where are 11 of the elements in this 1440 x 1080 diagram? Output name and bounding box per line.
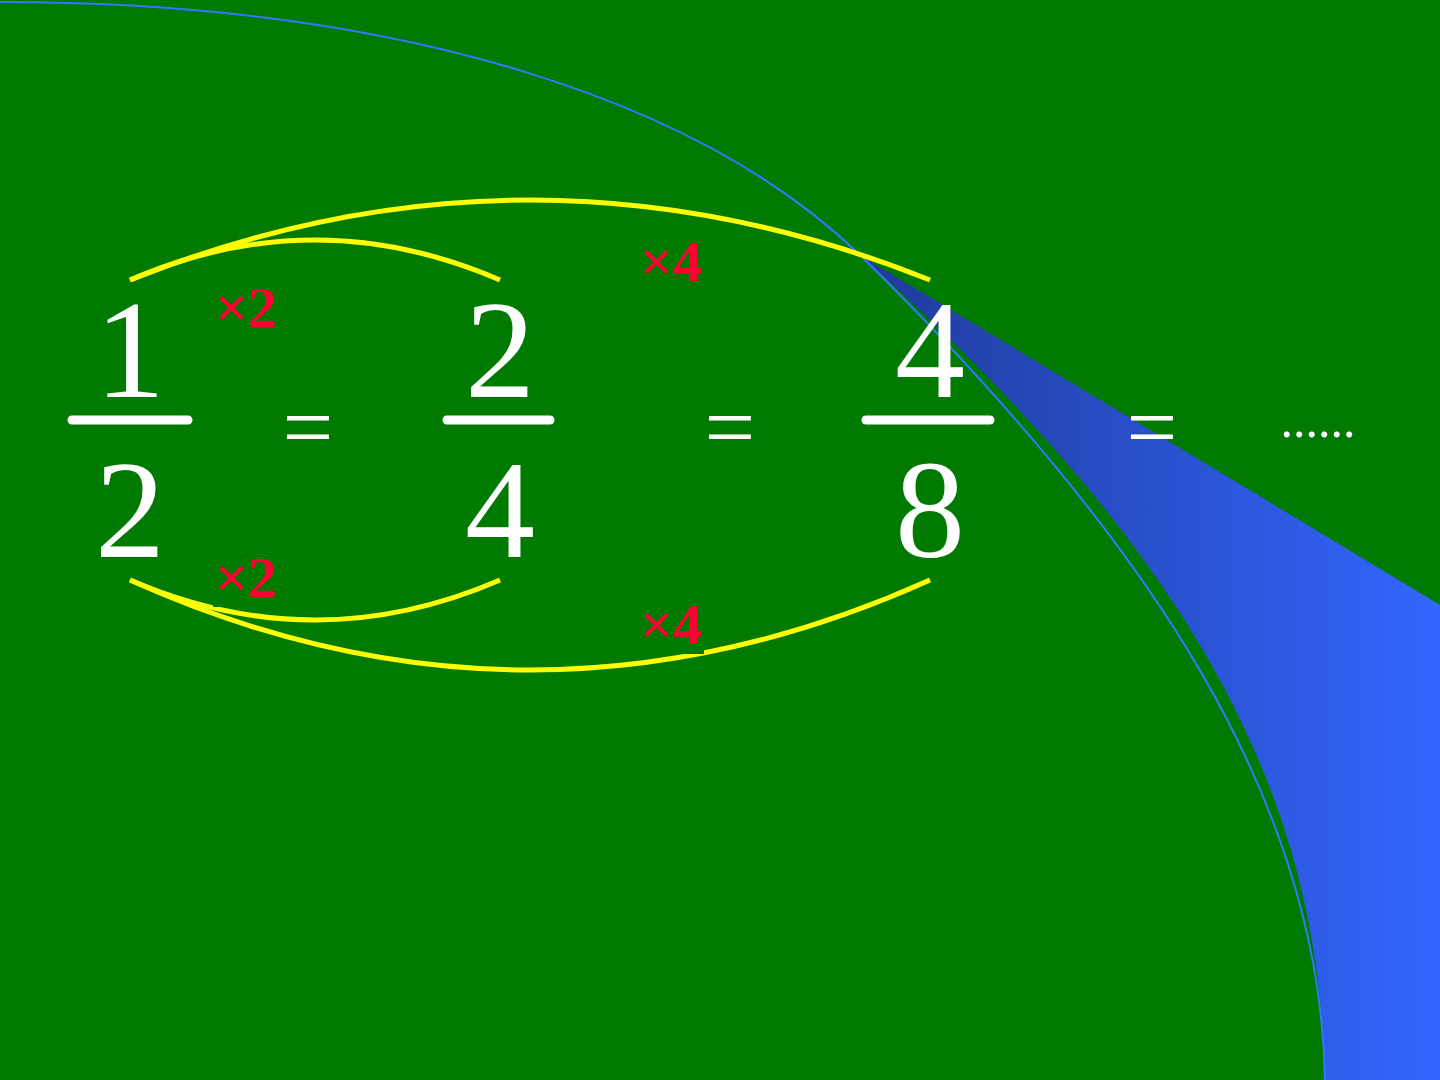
numerator: 4 bbox=[870, 280, 990, 420]
arc-connector bbox=[129, 577, 931, 673]
numerator: 2 bbox=[440, 280, 560, 420]
equals-sign: = bbox=[704, 383, 756, 473]
ellipsis: ...... bbox=[1280, 395, 1356, 445]
denominator: 2 bbox=[70, 440, 190, 580]
denominator: 8 bbox=[870, 440, 990, 580]
arc-connector bbox=[129, 197, 931, 283]
denominator: 4 bbox=[440, 440, 560, 580]
equals-sign: = bbox=[282, 383, 334, 473]
numerator: 1 bbox=[70, 280, 190, 420]
